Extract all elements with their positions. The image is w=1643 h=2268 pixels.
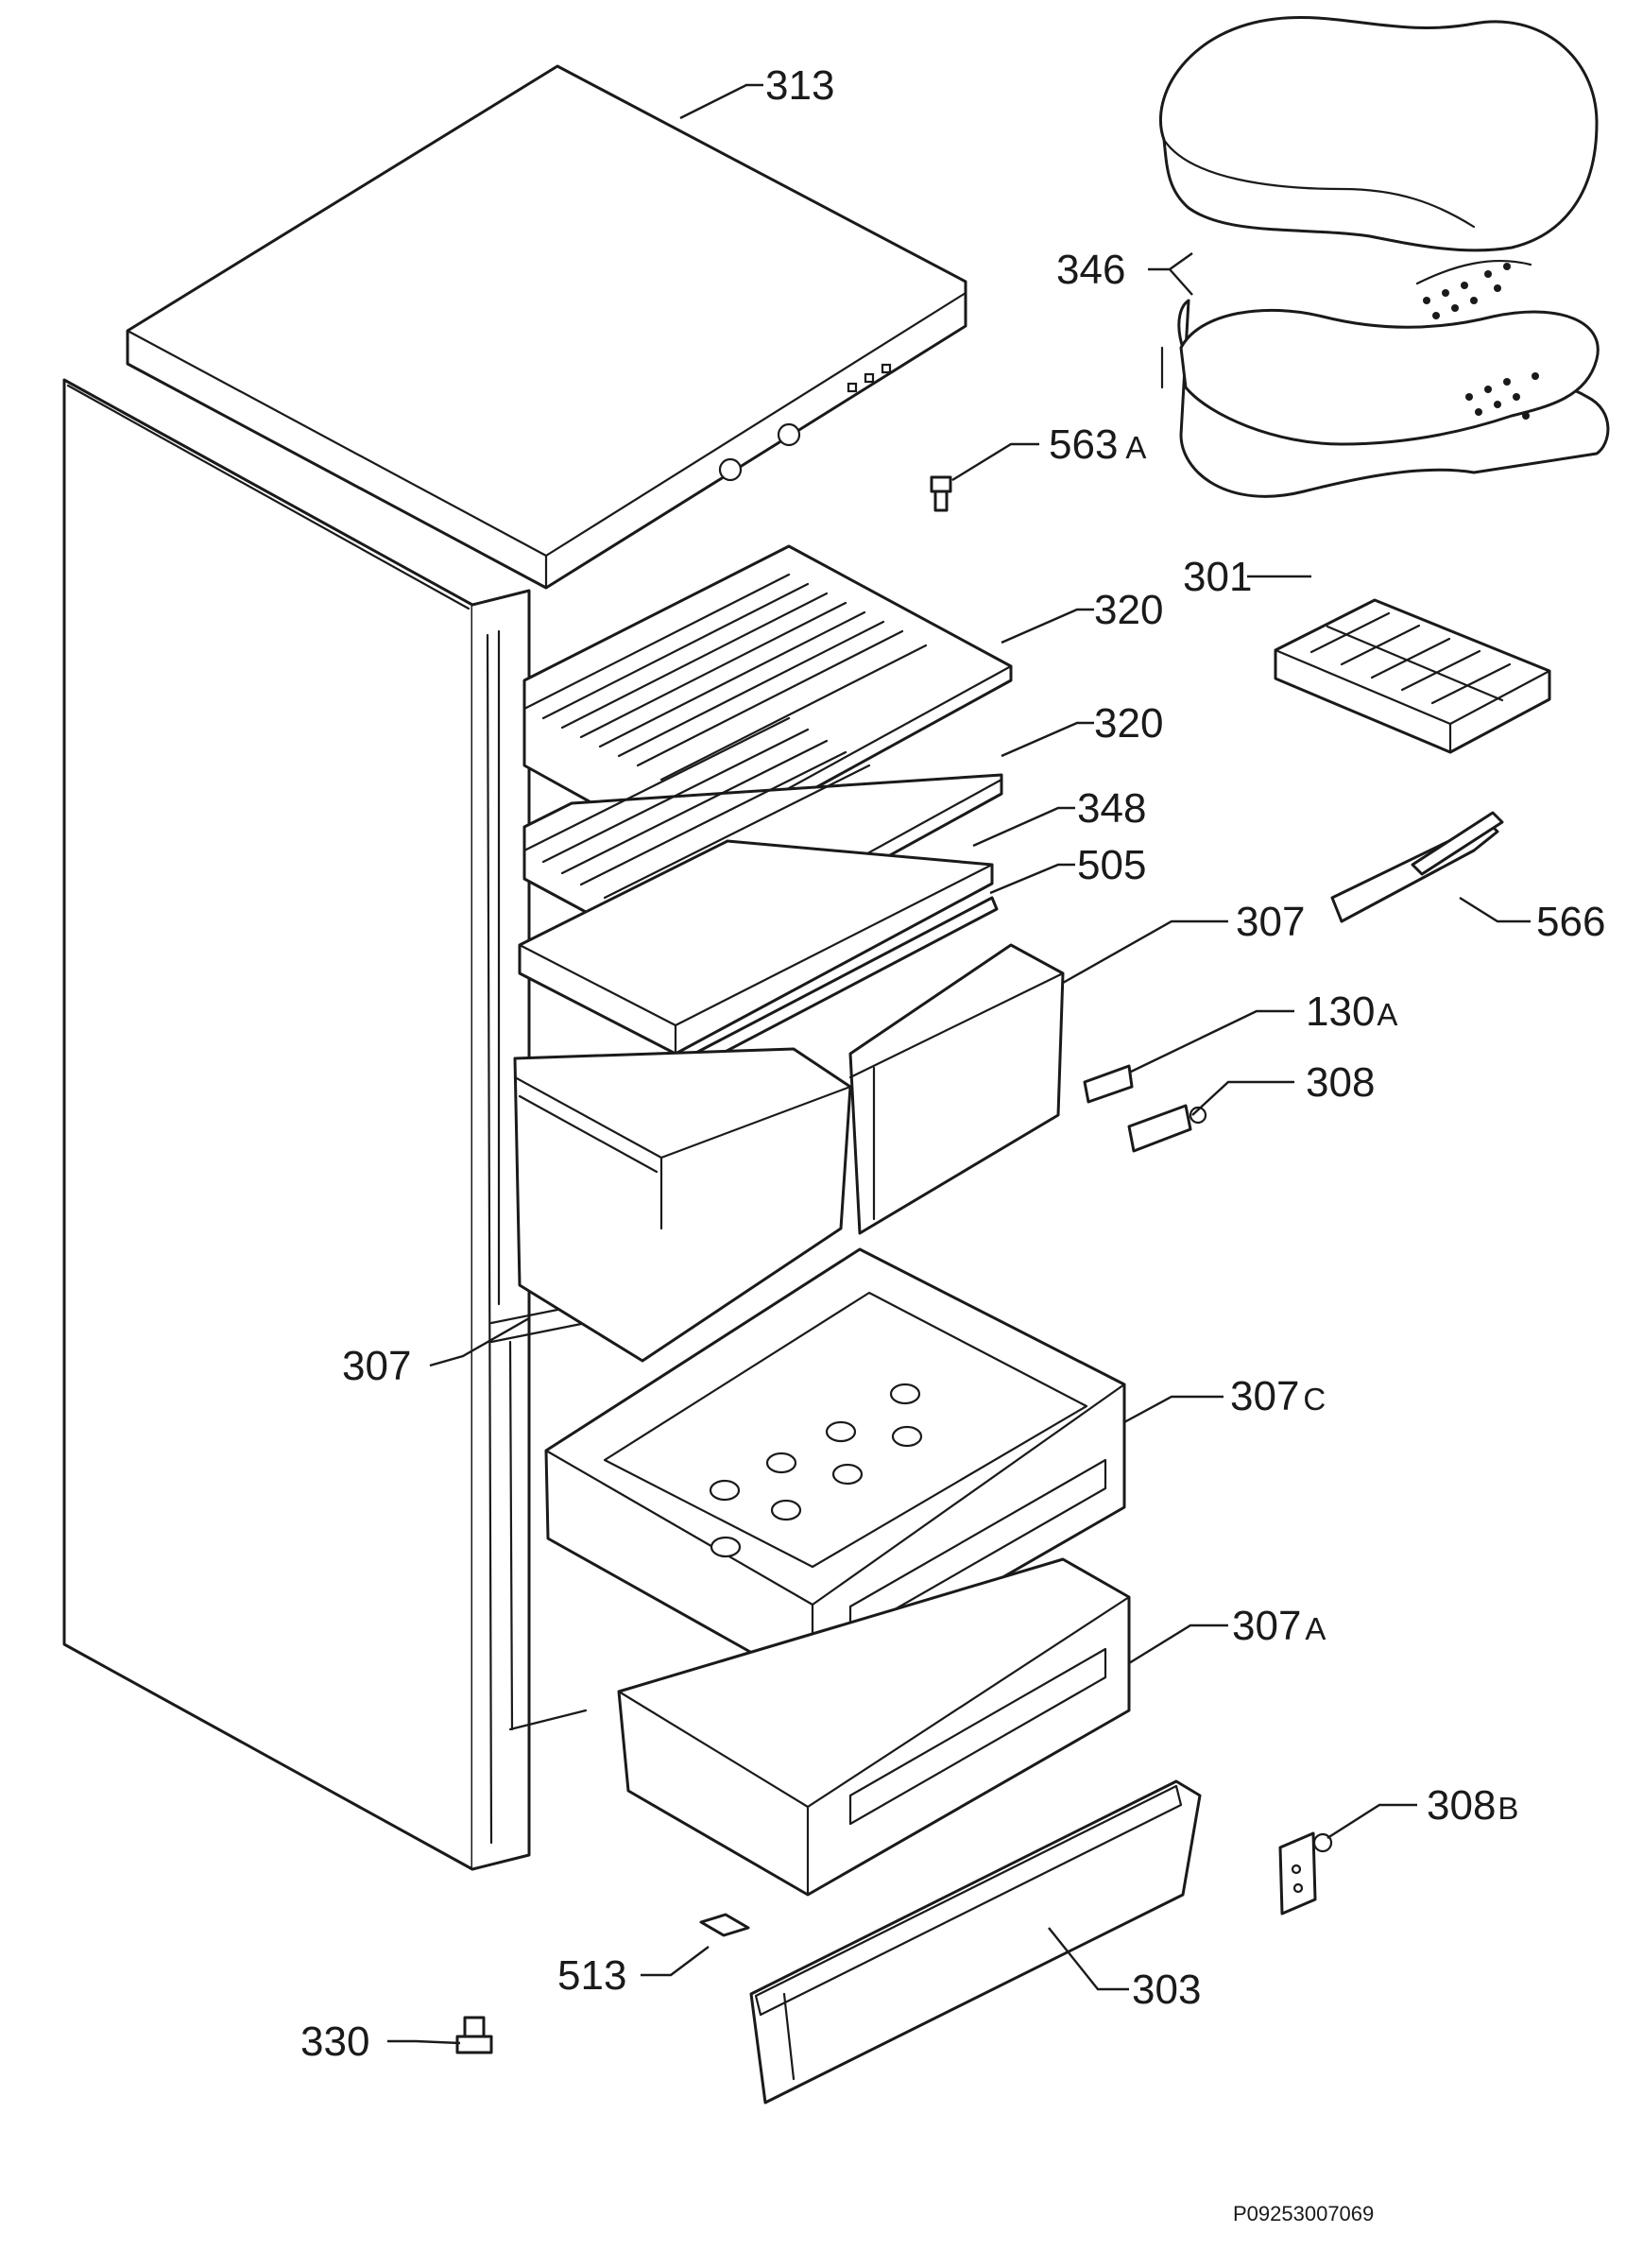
label-513: 513: [557, 1952, 626, 1999]
label-320-upper: 320: [1094, 587, 1163, 633]
label-308b: 308B: [1427, 1782, 1518, 1829]
label-346: 346: [1056, 247, 1125, 293]
part-566-scraper: [1330, 811, 1504, 923]
part-513-clip: [699, 1913, 750, 1937]
part-313-top-cover: [126, 64, 967, 590]
label-308: 308: [1306, 1059, 1375, 1106]
label-566: 566: [1536, 899, 1605, 945]
label-563a-suffix: A: [1125, 430, 1146, 465]
label-505: 505: [1077, 842, 1146, 888]
label-307a-suffix: A: [1305, 1611, 1326, 1646]
label-301: 301: [1183, 554, 1252, 600]
label-307-left: 307: [342, 1343, 411, 1389]
label-308b-number: 308: [1427, 1782, 1496, 1829]
label-307c-suffix: C: [1303, 1382, 1326, 1417]
label-307a-number: 307: [1232, 1603, 1301, 1649]
label-130a-suffix: A: [1377, 997, 1397, 1032]
label-130a-number: 130: [1306, 988, 1375, 1035]
cabinet-body: [62, 378, 588, 1871]
label-308b-suffix: B: [1498, 1791, 1518, 1826]
part-308b-hinge: [1278, 1831, 1333, 1916]
part-346-egg-tray: [1158, 16, 1610, 498]
label-307c-number: 307: [1230, 1373, 1299, 1419]
part-301-ice-tray: [1274, 598, 1551, 754]
part-130a-bracket: [1083, 1064, 1134, 1104]
part-563a-screw: [930, 475, 952, 512]
part-307c-freezer-drawer: [544, 1247, 1126, 1689]
part-307-upper-drawer-right: [848, 943, 1065, 1235]
label-303: 303: [1132, 1967, 1201, 2013]
label-563a-number: 563: [1049, 421, 1118, 468]
part-330-foot: [455, 2016, 493, 2054]
part-307-upper-drawer-left: [513, 1047, 852, 1363]
leader-lines: [387, 83, 1531, 2045]
part-307a-bottom-drawer: [617, 1557, 1131, 1897]
drawing-code: P09253007069: [1233, 2202, 1374, 2225]
egg-tray-perforations: [1423, 263, 1539, 420]
label-320-lower: 320: [1094, 700, 1163, 747]
label-307-top: 307: [1236, 899, 1305, 945]
part-348-glass-shelf: [518, 839, 994, 1056]
label-330: 330: [300, 2019, 369, 2065]
part-308-hinge: [1127, 1104, 1207, 1153]
label-130a: 130A: [1306, 988, 1397, 1035]
part-303-front-panel: [749, 1779, 1202, 2105]
label-348: 348: [1077, 785, 1146, 832]
label-313: 313: [765, 62, 834, 109]
